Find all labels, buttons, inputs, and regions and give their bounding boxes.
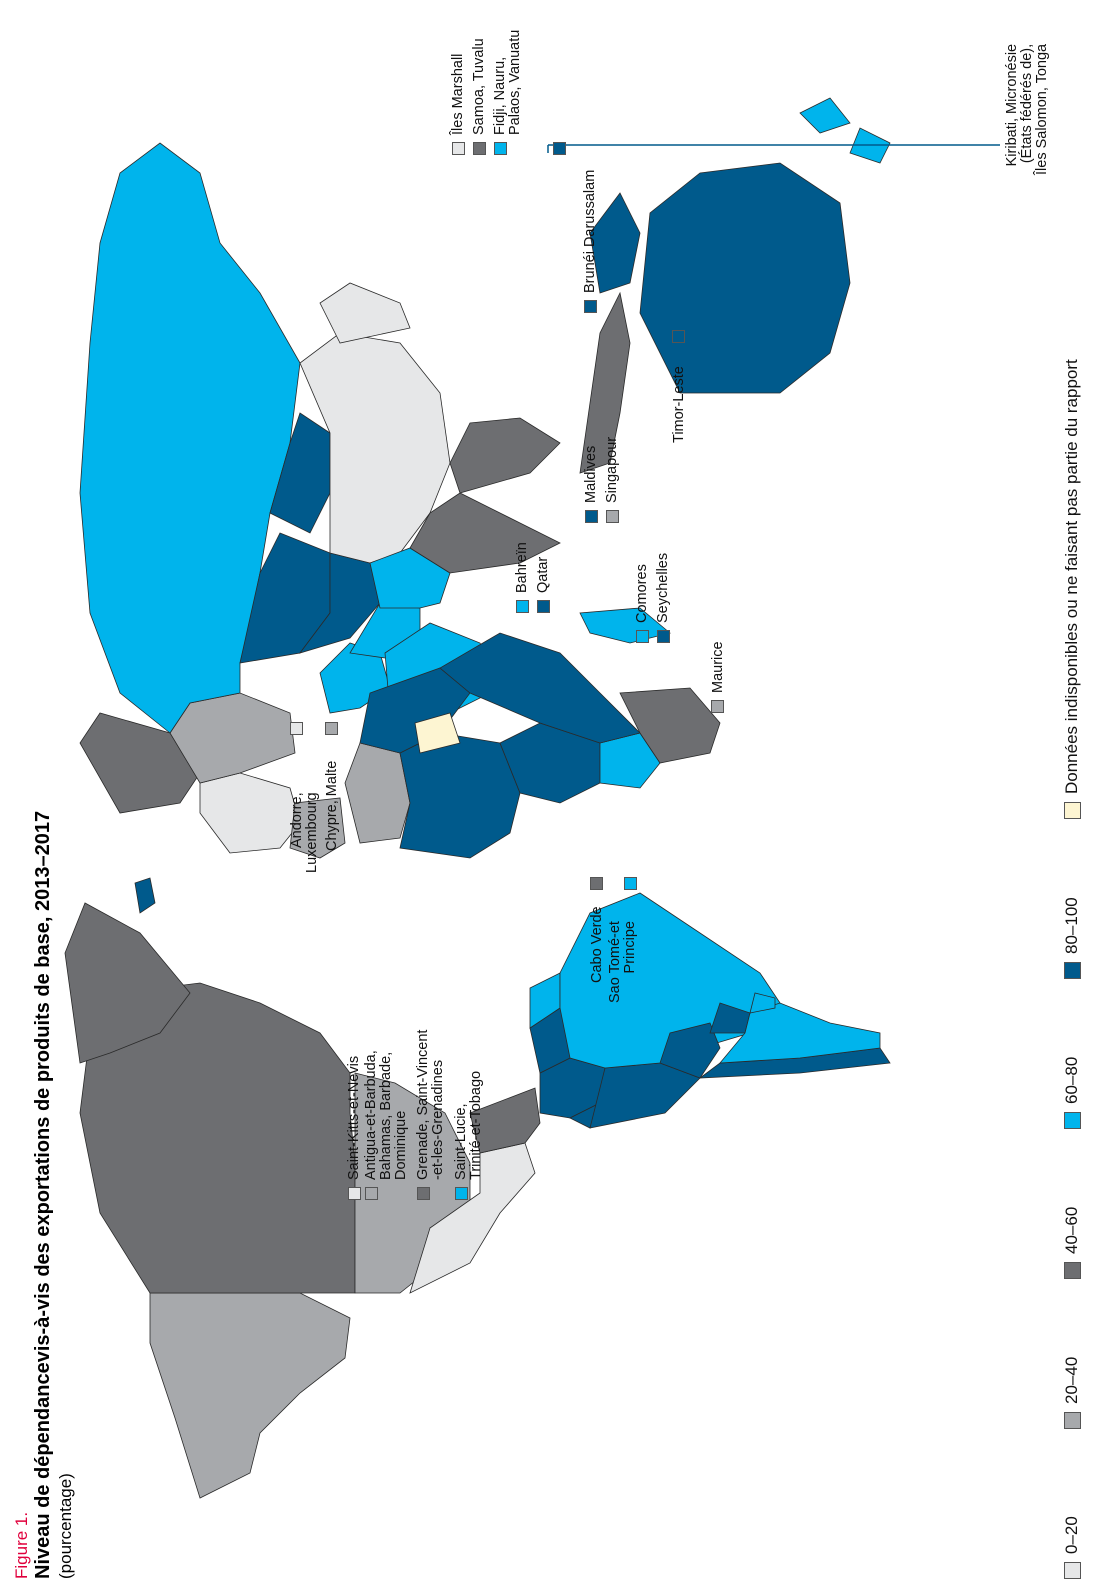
region-india <box>409 492 561 574</box>
legend-label-0-20: 0–20 <box>1062 1516 1081 1554</box>
swatch-cabo-verde <box>590 877 603 890</box>
annotation-andorre: Andorre, Luxembourg <box>289 792 320 873</box>
annotation-saint-kitts: Saint-Kitts-et-Nevis <box>346 1055 362 1180</box>
annotation-timor: Timor-Leste <box>671 366 687 443</box>
annotation-grenade: Grenade, Saint-Vincent -et-les-Grenadine… <box>415 1029 446 1180</box>
annotation-comores: Comores <box>634 564 650 623</box>
swatch-kiribati <box>553 142 566 155</box>
legend-item-80-100: 80–100 <box>1060 897 1084 979</box>
annotation-brunei: Brunéi Darussalam <box>582 169 598 293</box>
swatch-maldives <box>585 510 598 523</box>
swatch-timor <box>672 330 685 343</box>
swatch-andorre <box>290 722 303 735</box>
swatch-sainte-lucie <box>455 1187 468 1200</box>
legend-swatch-40-60 <box>1063 1262 1081 1279</box>
swatch-singapour <box>606 510 619 523</box>
region-maghreb <box>344 742 411 844</box>
legend-swatch-na <box>1063 802 1081 819</box>
region-east-africa <box>439 632 641 744</box>
legend-swatch-20-40 <box>1063 1412 1081 1429</box>
legend-label-na: Données indisponibles ou ne faisant pas … <box>1062 359 1081 794</box>
annotation-singapour: Singapour <box>604 436 620 503</box>
annotation-maurice: Maurice <box>710 641 726 693</box>
region-uruguay <box>749 992 776 1014</box>
legend-item-0-20: 0–20 <box>1060 1516 1084 1579</box>
annotation-antigua: Antigua-et-Barbuda, Bahamas, Barbade, Do… <box>363 1050 409 1180</box>
region-papua <box>589 192 641 294</box>
region-central-america <box>469 1087 541 1154</box>
region-southeast-asia <box>449 417 561 494</box>
annotation-fidji: Fidji, Nauru, Palaos, Vanuatu <box>492 29 523 135</box>
swatch-grenade <box>417 1187 430 1200</box>
annotation-cabo-verde: Cabo Verde <box>589 906 605 983</box>
legend-item-60-80: 60–80 <box>1060 1057 1084 1129</box>
swatch-seychelles <box>657 630 670 643</box>
swatch-antigua <box>365 1187 378 1200</box>
swatch-fidji <box>494 142 507 155</box>
legend-label-80-100: 80–100 <box>1062 897 1081 954</box>
swatch-samoa <box>473 142 486 155</box>
swatch-marshall <box>452 142 465 155</box>
annotation-sao-tome: Sao Tomé-et Principe <box>607 921 638 1003</box>
region-new-zealand <box>799 97 891 164</box>
swatch-maurice <box>711 700 724 713</box>
kiribati-leader-line <box>547 144 1000 153</box>
region-australia <box>639 162 851 394</box>
swatch-bahrein <box>516 600 529 613</box>
country-regions <box>64 97 891 1499</box>
region-western-europe <box>199 772 301 854</box>
region-west-africa <box>399 732 521 859</box>
annotation-kiribati: Kiribati, Micronésie (États fédérés de),… <box>1004 43 1050 175</box>
region-iberia <box>289 797 346 859</box>
legend-label-20-40: 20–40 <box>1062 1356 1081 1404</box>
legend-item-20-40: 20–40 <box>1060 1357 1084 1429</box>
legend-swatch-60-80 <box>1063 1112 1081 1129</box>
annotation-chypre: Chypre, Malte <box>324 760 340 851</box>
annotation-marshall: Îles Marshall <box>450 53 466 135</box>
swatch-saint-kitts <box>348 1187 361 1200</box>
legend-label-40-60: 40–60 <box>1062 1206 1081 1254</box>
annotation-samoa: Samoa, Tuvalu <box>471 38 487 135</box>
region-argentina <box>719 1002 881 1064</box>
legend-swatch-0-20 <box>1063 1562 1081 1579</box>
annotation-qatar: Qatar <box>535 556 551 593</box>
swatch-brunei <box>584 300 597 313</box>
region-indonesia <box>579 291 631 474</box>
region-south-africa <box>619 687 721 764</box>
region-usa <box>354 1072 471 1294</box>
annotation-seychelles: Seychelles <box>655 552 671 623</box>
region-bolivia <box>659 1022 721 1079</box>
swatch-sao-tome <box>624 877 637 890</box>
annotation-sainte-lucie: Saint-Lucie, Trinité-et-Tobago <box>453 1070 484 1180</box>
legend-swatch-80-100 <box>1063 962 1081 979</box>
annotation-bahrein: Bahreïn <box>514 542 530 593</box>
region-alaska <box>149 1292 351 1499</box>
region-greenland <box>64 902 191 1064</box>
map-legend: 0–20 20–40 40–60 60–80 80–100 Données in… <box>1060 19 1090 1579</box>
legend-item-40-60: 40–60 <box>1060 1207 1084 1279</box>
swatch-comores <box>636 630 649 643</box>
annotation-maldives: Maldives <box>583 445 599 503</box>
swatch-qatar <box>537 600 550 613</box>
region-japan-korea <box>319 282 411 344</box>
legend-item-na: Données indisponibles ou ne faisant pas … <box>1060 359 1084 819</box>
region-chad <box>414 712 461 754</box>
region-iceland <box>134 877 156 914</box>
region-peru <box>589 1062 701 1129</box>
legend-label-60-80: 60–80 <box>1062 1056 1081 1104</box>
swatch-chypre <box>325 722 338 735</box>
